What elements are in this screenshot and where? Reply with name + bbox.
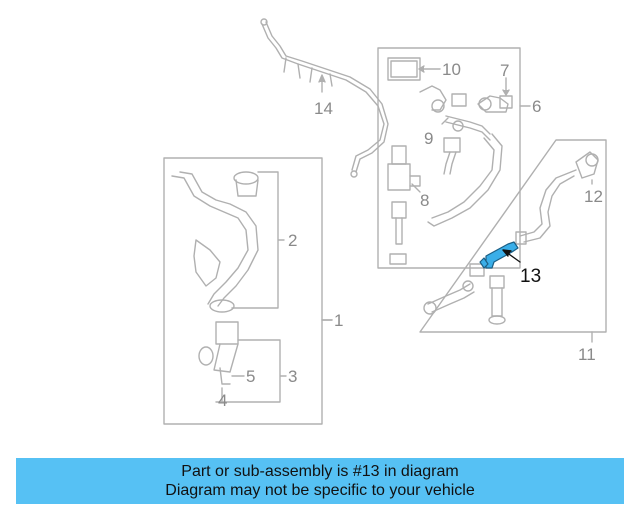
part-4 (198, 346, 214, 366)
part-10 (387, 57, 421, 81)
callout-14: 14 (314, 99, 333, 118)
callout-8: 8 (420, 191, 429, 210)
callout-3: 3 (288, 367, 297, 386)
callout-4: 4 (218, 391, 227, 410)
callout-7: 7 (500, 61, 509, 80)
assembly-box-1 (163, 157, 323, 425)
leader-2 (231, 171, 285, 309)
callout-12: 12 (584, 187, 603, 206)
leader-3 (215, 339, 287, 403)
part-8 (387, 145, 421, 265)
part-2 (171, 171, 259, 313)
banner-line-1: Part or sub-assembly is #13 in diagram (181, 463, 459, 480)
callout-2: 2 (288, 231, 297, 250)
callout-13: 13 (520, 266, 541, 287)
banner-line-2: Diagram may not be specific to your vehi… (165, 482, 475, 499)
assembly-box-11 (419, 139, 607, 333)
part-3 (213, 321, 239, 373)
leader-9 (441, 117, 449, 125)
parts-diagram: 14 10 7 6 9 8 12 13 11 2 1 5 3 4 (163, 18, 607, 425)
part-9 (419, 85, 491, 175)
part-5 (219, 367, 231, 385)
leader-8 (411, 183, 421, 193)
part-11-hose (423, 263, 506, 325)
part-6-hose (427, 133, 503, 227)
callout-6: 6 (532, 97, 541, 116)
info-banner: Part or sub-assembly is #13 in diagram D… (16, 458, 624, 504)
callout-9: 9 (424, 129, 433, 148)
callout-11: 11 (578, 345, 596, 364)
part-7 (477, 95, 513, 113)
callout-5: 5 (246, 367, 255, 386)
part-13-highlighted (479, 241, 519, 269)
part-12 (515, 151, 599, 245)
part-14-pipe (260, 18, 389, 178)
callout-1: 1 (334, 311, 343, 330)
assembly-box-6 (377, 47, 521, 269)
callout-10: 10 (442, 60, 461, 79)
